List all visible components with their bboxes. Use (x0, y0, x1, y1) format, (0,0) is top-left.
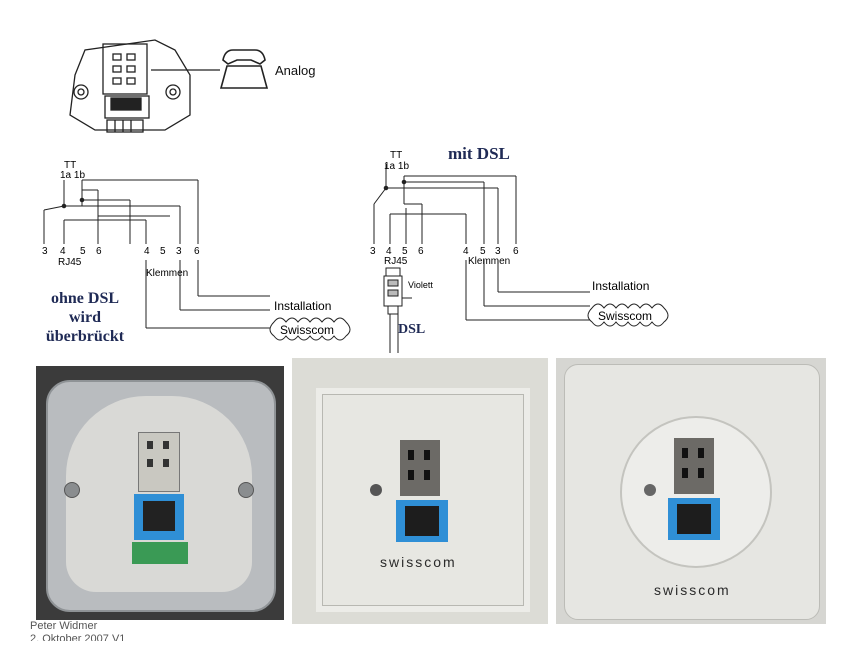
analog-telephone-icon (219, 49, 269, 89)
footer-author: Peter Widmer (30, 620, 98, 632)
right-rj45-pin-6: 6 (418, 246, 424, 257)
right-provider-label: Swisscom (598, 309, 652, 323)
left-caption-line-3: überbrückt (45, 328, 125, 345)
left-rj45-pin-5: 5 (80, 246, 86, 257)
left-caption-line-2: wird (69, 309, 101, 326)
top-socket-diagram: Analog (69, 39, 315, 133)
left-caption: ohne DSL wird überbrückt (30, 289, 140, 346)
left-klemmen-pin-6: 6 (194, 246, 200, 257)
right-diagram-title: mit DSL (448, 144, 510, 163)
plate-brand-label: swisscom (654, 582, 731, 598)
left-klemmen-pin-5: 5 (160, 246, 166, 257)
right-klemmen-pin-3: 3 (495, 246, 501, 257)
footer: Peter Widmer 2. Oktober 2007 V1 (30, 620, 125, 641)
tt-connector (138, 432, 180, 492)
left-swisscom-cloud: Swisscom (269, 317, 351, 341)
left-rj45-pin-3: 3 (42, 246, 48, 257)
right-rj45-pin-3: 3 (370, 246, 376, 257)
left-klemmen-pin-3: 3 (176, 246, 182, 257)
right-swisscom-cloud: Swisscom (587, 303, 669, 327)
left-rj45-pin-6: 6 (96, 246, 102, 257)
photo-square-wall-plate: swisscom (292, 358, 548, 624)
right-rj45-pin-4: 4 (386, 246, 392, 257)
right-klemmen-pin-5: 5 (480, 246, 486, 257)
left-klemmen-label: Klemmen (146, 268, 188, 279)
left-caption-line-1: ohne DSL (50, 290, 120, 307)
rj45-plug-icon (383, 267, 403, 315)
rj45-jack (134, 494, 184, 540)
right-klemmen-pin-6: 6 (513, 246, 519, 257)
right-rj45-pin-5: 5 (402, 246, 408, 257)
left-provider-label: Swisscom (280, 323, 334, 337)
right-wiring-diagram: TT 1a 1b 3 4 5 6 4 5 3 6 RJ45 Klemmen Vi… (370, 150, 669, 353)
socket-outline-drawing (69, 39, 220, 133)
rj45-jack (668, 498, 720, 540)
terminal-block (132, 542, 188, 564)
rj45-jack (396, 500, 448, 542)
left-klemmen-pin-4: 4 (144, 246, 150, 257)
left-rj45-label: RJ45 (58, 257, 82, 268)
violett-label: Violett (408, 280, 433, 290)
analog-label: Analog (275, 63, 315, 78)
photo-socket-insert (36, 366, 284, 620)
left-tt-label: TT (64, 160, 76, 171)
tt-connector (674, 438, 714, 494)
left-wiring-diagram: TT 1a 1b 3 4 5 6 4 5 3 6 RJ45 Klemmen In… (42, 160, 351, 341)
right-installation-label: Installation (592, 279, 649, 293)
right-rj45-label: RJ45 (384, 256, 408, 267)
tt-connector (400, 440, 440, 496)
left-pins-top-label: 1a 1b (60, 170, 85, 181)
screw-icon (644, 484, 656, 496)
right-tt-label: TT (390, 150, 402, 161)
left-installation-label: Installation (274, 299, 331, 313)
photo-round-wall-plate: swisscom (556, 358, 826, 624)
right-pins-top-label: 1a 1b (384, 161, 409, 172)
screw-icon (64, 482, 80, 498)
left-rj45-pin-4: 4 (60, 246, 66, 257)
screw-icon (238, 482, 254, 498)
plate-brand-label: swisscom (380, 554, 457, 570)
right-klemmen-label: Klemmen (468, 256, 510, 267)
screw-icon (370, 484, 382, 496)
dsl-label: DSL (398, 322, 426, 337)
footer-date: 2. Oktober 2007 V1 (30, 633, 126, 641)
right-klemmen-pin-4: 4 (463, 246, 469, 257)
